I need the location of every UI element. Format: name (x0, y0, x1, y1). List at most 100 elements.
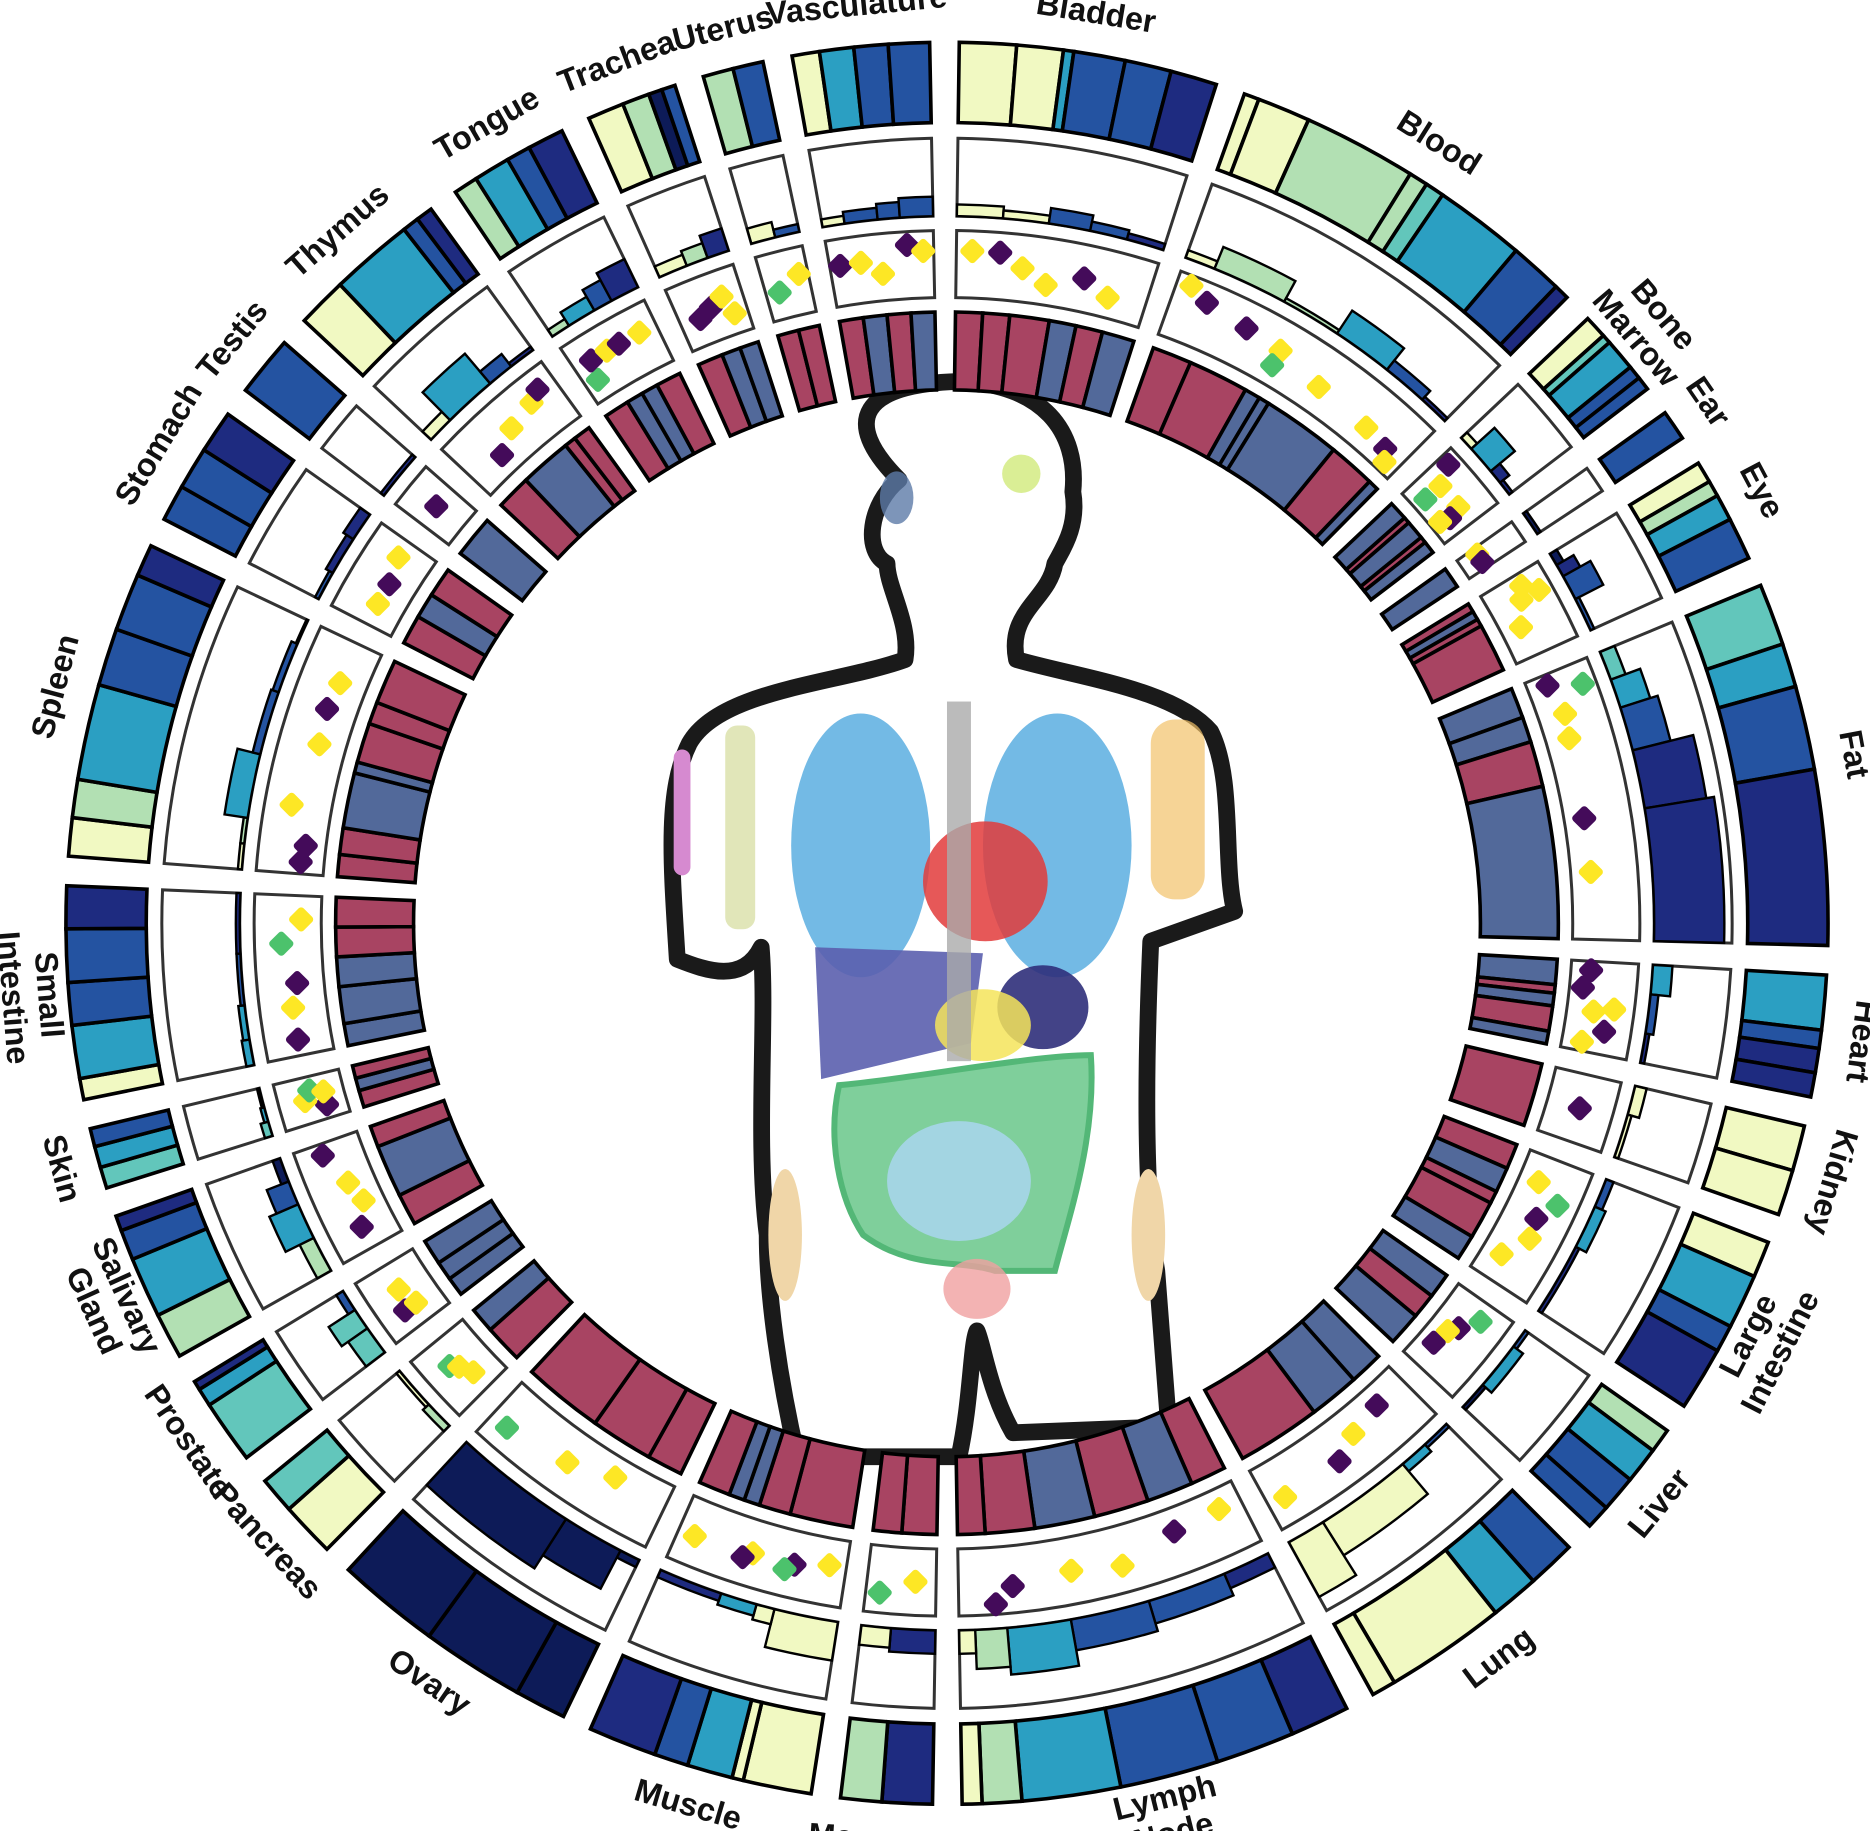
dot-track-frame (1478, 559, 1580, 666)
marker-point (1572, 806, 1597, 831)
label-vasculature: Vasculature (764, 0, 948, 31)
marker-point (281, 995, 306, 1020)
tissue-group-mammary (838, 1450, 941, 1807)
marker-point (494, 1415, 520, 1440)
marker-point (1072, 266, 1097, 291)
marker-point (1306, 374, 1331, 400)
marker-point (307, 732, 332, 757)
composition-segment (1528, 1451, 1609, 1529)
marker-point (603, 1465, 628, 1490)
marker-point (772, 1557, 797, 1582)
composition-segment (1614, 1309, 1720, 1409)
marker-point (682, 1523, 707, 1549)
composition-segment (886, 40, 934, 127)
marker-point (627, 320, 652, 345)
sample-segment (697, 1408, 760, 1497)
bar-mark (841, 206, 879, 225)
tissue-group-liver (1333, 1227, 1670, 1529)
composition-segment (135, 543, 226, 610)
marker-point (285, 1027, 311, 1052)
marker-point (424, 494, 449, 519)
bar-mark (771, 222, 801, 239)
marker-point (606, 331, 631, 356)
left-lung-illustration (791, 713, 931, 978)
marker-point (722, 301, 747, 326)
sample-segment (428, 567, 515, 640)
marker-point (1602, 997, 1627, 1022)
marker-point (289, 907, 314, 932)
tissue-group-bladder (952, 40, 1219, 418)
sample-segment (737, 339, 785, 424)
marker-point (336, 1170, 361, 1195)
bar-mark (1649, 963, 1674, 998)
marker-point (585, 367, 610, 392)
bar-mark (1643, 795, 1726, 945)
liver-illustration (815, 947, 983, 1080)
spine-illustration (946, 701, 971, 1062)
tissue-group-lung (1202, 1298, 1572, 1697)
tissue-group-muscle (588, 1408, 867, 1796)
marker-point (293, 833, 318, 858)
tissue-group-bone-marrow (1332, 316, 1650, 603)
composition-segment (1656, 516, 1752, 594)
bladder-illustration (943, 1258, 1011, 1319)
label-muscle: Muscle (630, 1771, 745, 1831)
marker-point (279, 792, 304, 817)
marker-point (1552, 701, 1578, 726)
marker-point (1260, 353, 1285, 378)
marker-point (1526, 577, 1552, 602)
composition-segment (192, 1337, 270, 1392)
marker-point (377, 572, 402, 597)
label-small-intestine: SmallIntestine (0, 927, 73, 1065)
marker-point (903, 1569, 928, 1594)
tissue-group-large-intestine (1390, 1114, 1771, 1409)
composition-segment (526, 128, 600, 221)
marker-point (499, 416, 524, 441)
composition-segment (838, 1716, 890, 1804)
bar-mark (887, 1627, 937, 1656)
marker-point (1468, 1309, 1493, 1334)
tissue-group-spleen (66, 543, 468, 885)
marker-point (730, 1545, 755, 1570)
tissue-group-testis (242, 340, 549, 604)
marker-point (489, 443, 515, 468)
marker-point (365, 591, 390, 617)
marker-point (349, 1214, 374, 1239)
marker-point (1489, 1242, 1514, 1267)
bone-illustration (725, 725, 756, 930)
bar-mark (857, 1624, 893, 1650)
bar-mark (1287, 1520, 1358, 1599)
marker-point (1570, 671, 1595, 696)
marker-point (1517, 1226, 1542, 1251)
sample-segment (333, 924, 417, 959)
sample-segment (368, 1098, 453, 1149)
tissue-group-thymus (301, 206, 638, 561)
sample-segment (374, 658, 468, 733)
marker-point (1010, 256, 1035, 281)
bar-mark (973, 1626, 1012, 1671)
marker-point (1567, 1096, 1592, 1121)
tissue-group-stomach (161, 411, 515, 682)
composition-segment (879, 1719, 936, 1807)
label-bladder: Bladder (1034, 0, 1159, 40)
marker-point (269, 931, 294, 956)
composition-segment (1497, 284, 1570, 357)
ear-illustration (879, 471, 914, 525)
bar-mark (656, 1568, 723, 1603)
label-line: Small (28, 950, 71, 1039)
composition-segment (1148, 69, 1219, 164)
bar-mark (507, 345, 535, 368)
marker-point (1509, 573, 1534, 598)
sample-segment (471, 1258, 552, 1333)
marker-point (988, 240, 1013, 265)
tissue-group-tongue (452, 128, 717, 484)
composition-segment (1729, 1057, 1818, 1100)
bar-mark (1536, 1245, 1581, 1315)
marker-point (1110, 1553, 1135, 1578)
sample-segment (1313, 478, 1380, 547)
composition-segment (730, 59, 782, 149)
marker-point (1428, 509, 1453, 535)
dot-track-frame (1454, 519, 1528, 581)
